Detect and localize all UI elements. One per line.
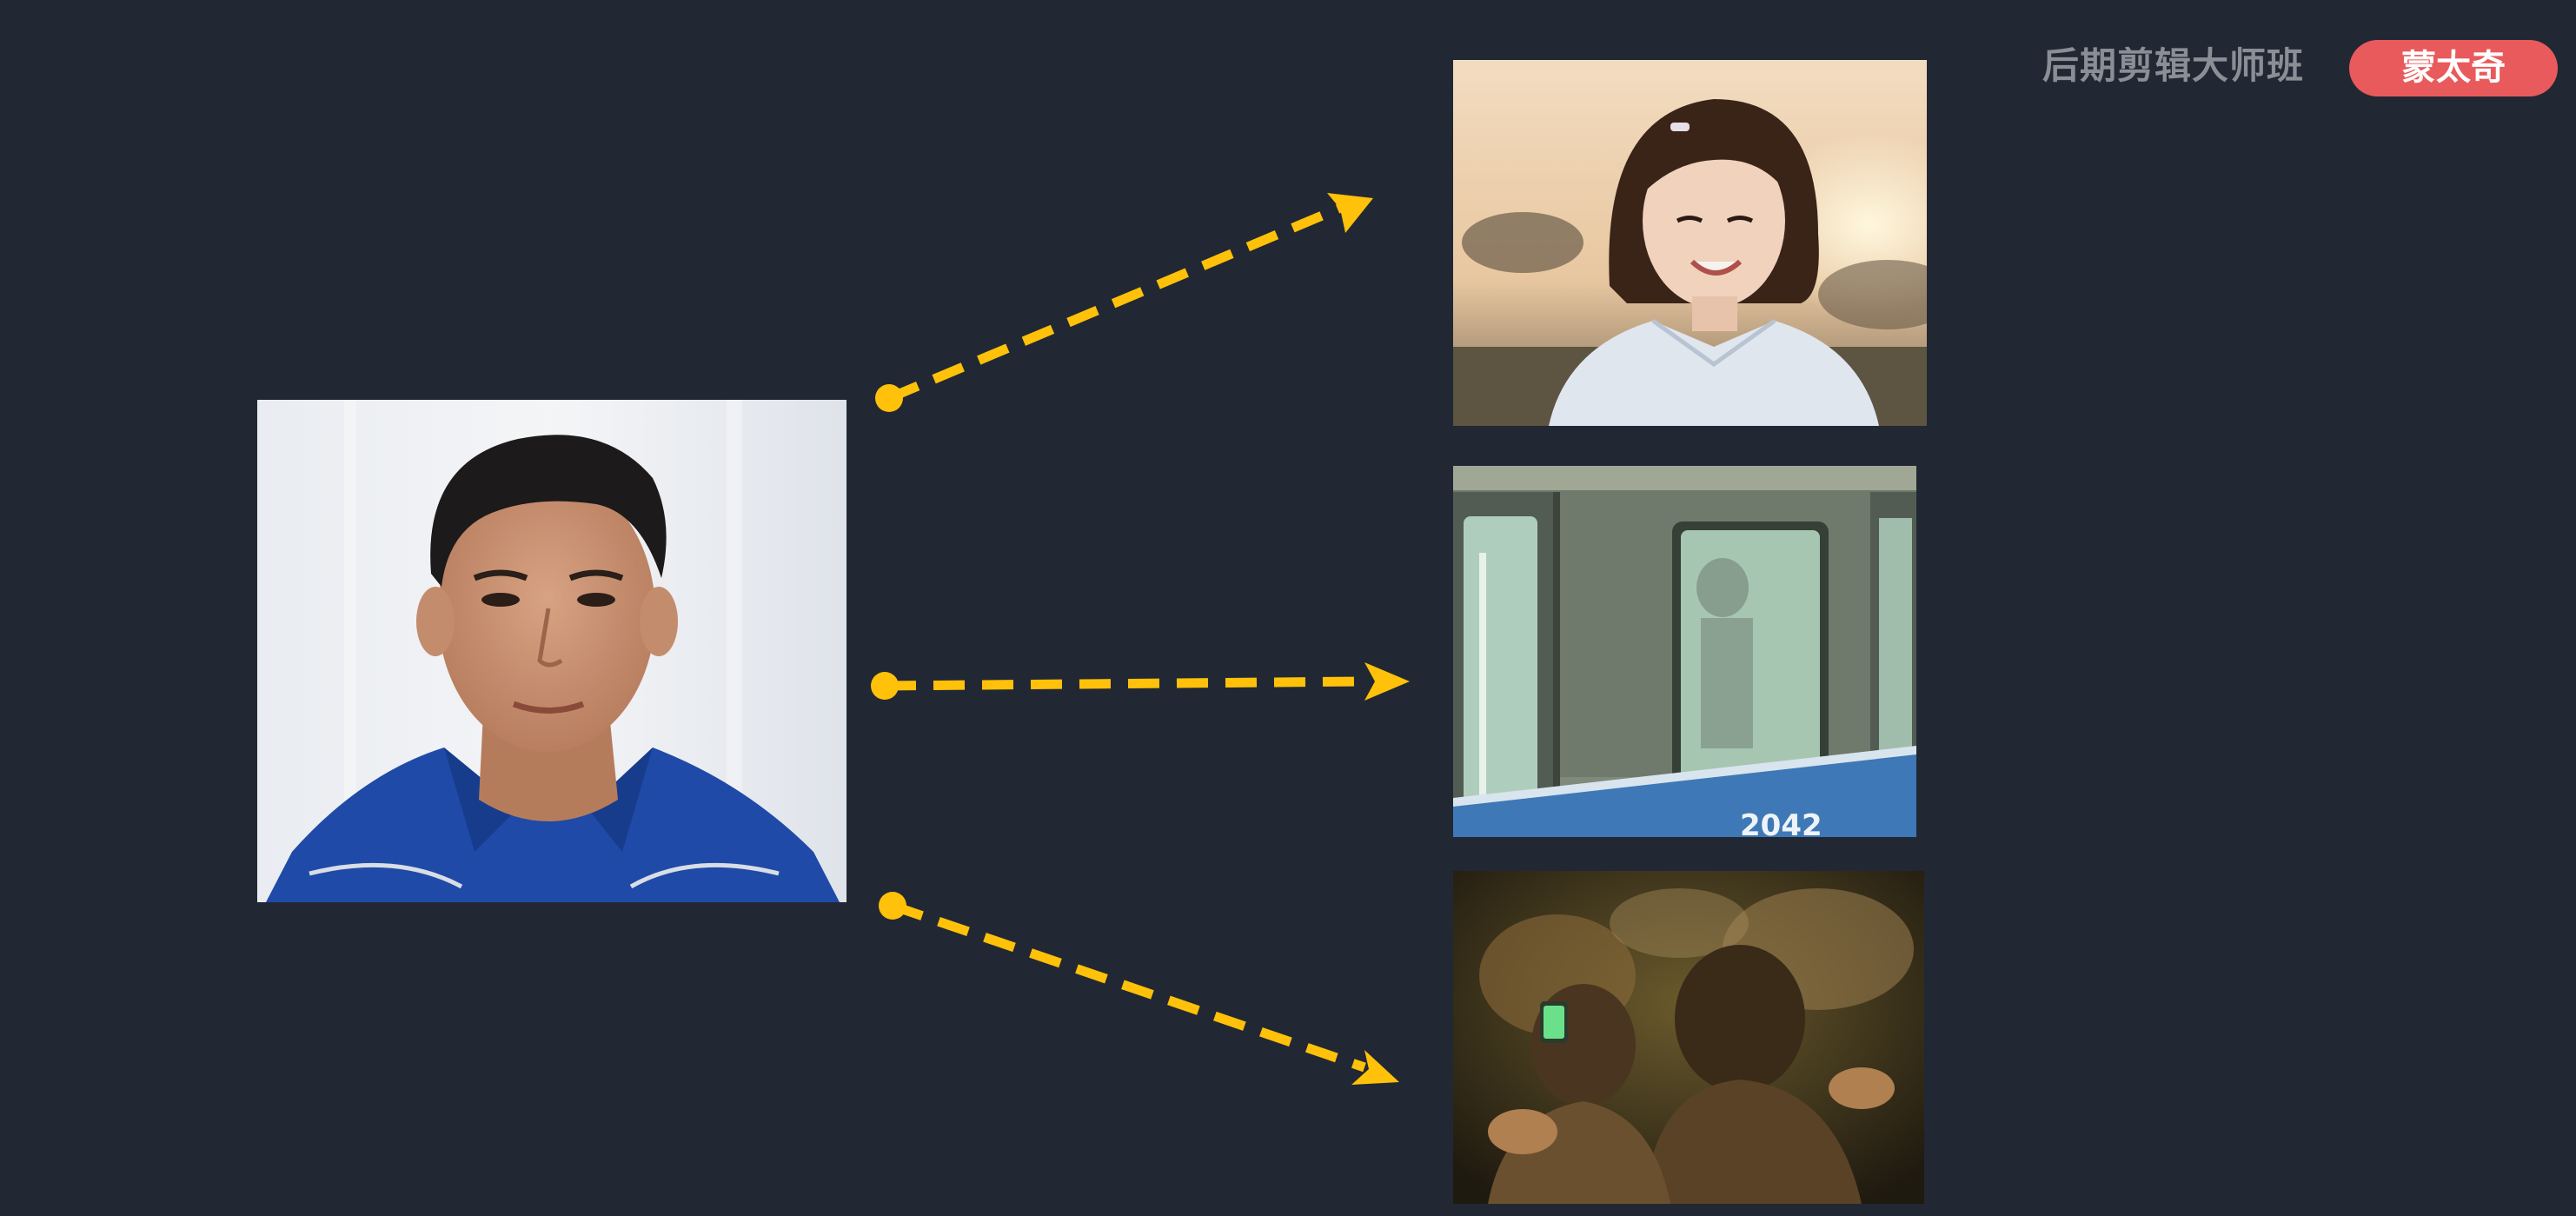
arrowhead-icon (1327, 193, 1373, 233)
arrowhead-icon (1364, 662, 1410, 701)
arrow-start-dot (875, 384, 903, 412)
train-number-label: 2042 (1740, 808, 1822, 837)
target-image-girl-sunset (1453, 60, 1927, 426)
target-image-crowd-night (1453, 871, 1924, 1204)
arrow-to-girl (875, 193, 1373, 412)
arrow-start-dot (879, 892, 906, 920)
course-title: 后期剪辑大师班 (2042, 44, 2305, 87)
arrow-to-crowd (879, 892, 1399, 1085)
arrow-start-dot (871, 672, 899, 700)
arrow-to-train (871, 662, 1410, 701)
target-image-subway-train: 2042 (1453, 466, 1916, 837)
source-portrait-image (257, 400, 846, 902)
arrowhead-icon (1351, 1050, 1399, 1085)
topic-badge: 蒙太奇 (2349, 40, 2558, 96)
